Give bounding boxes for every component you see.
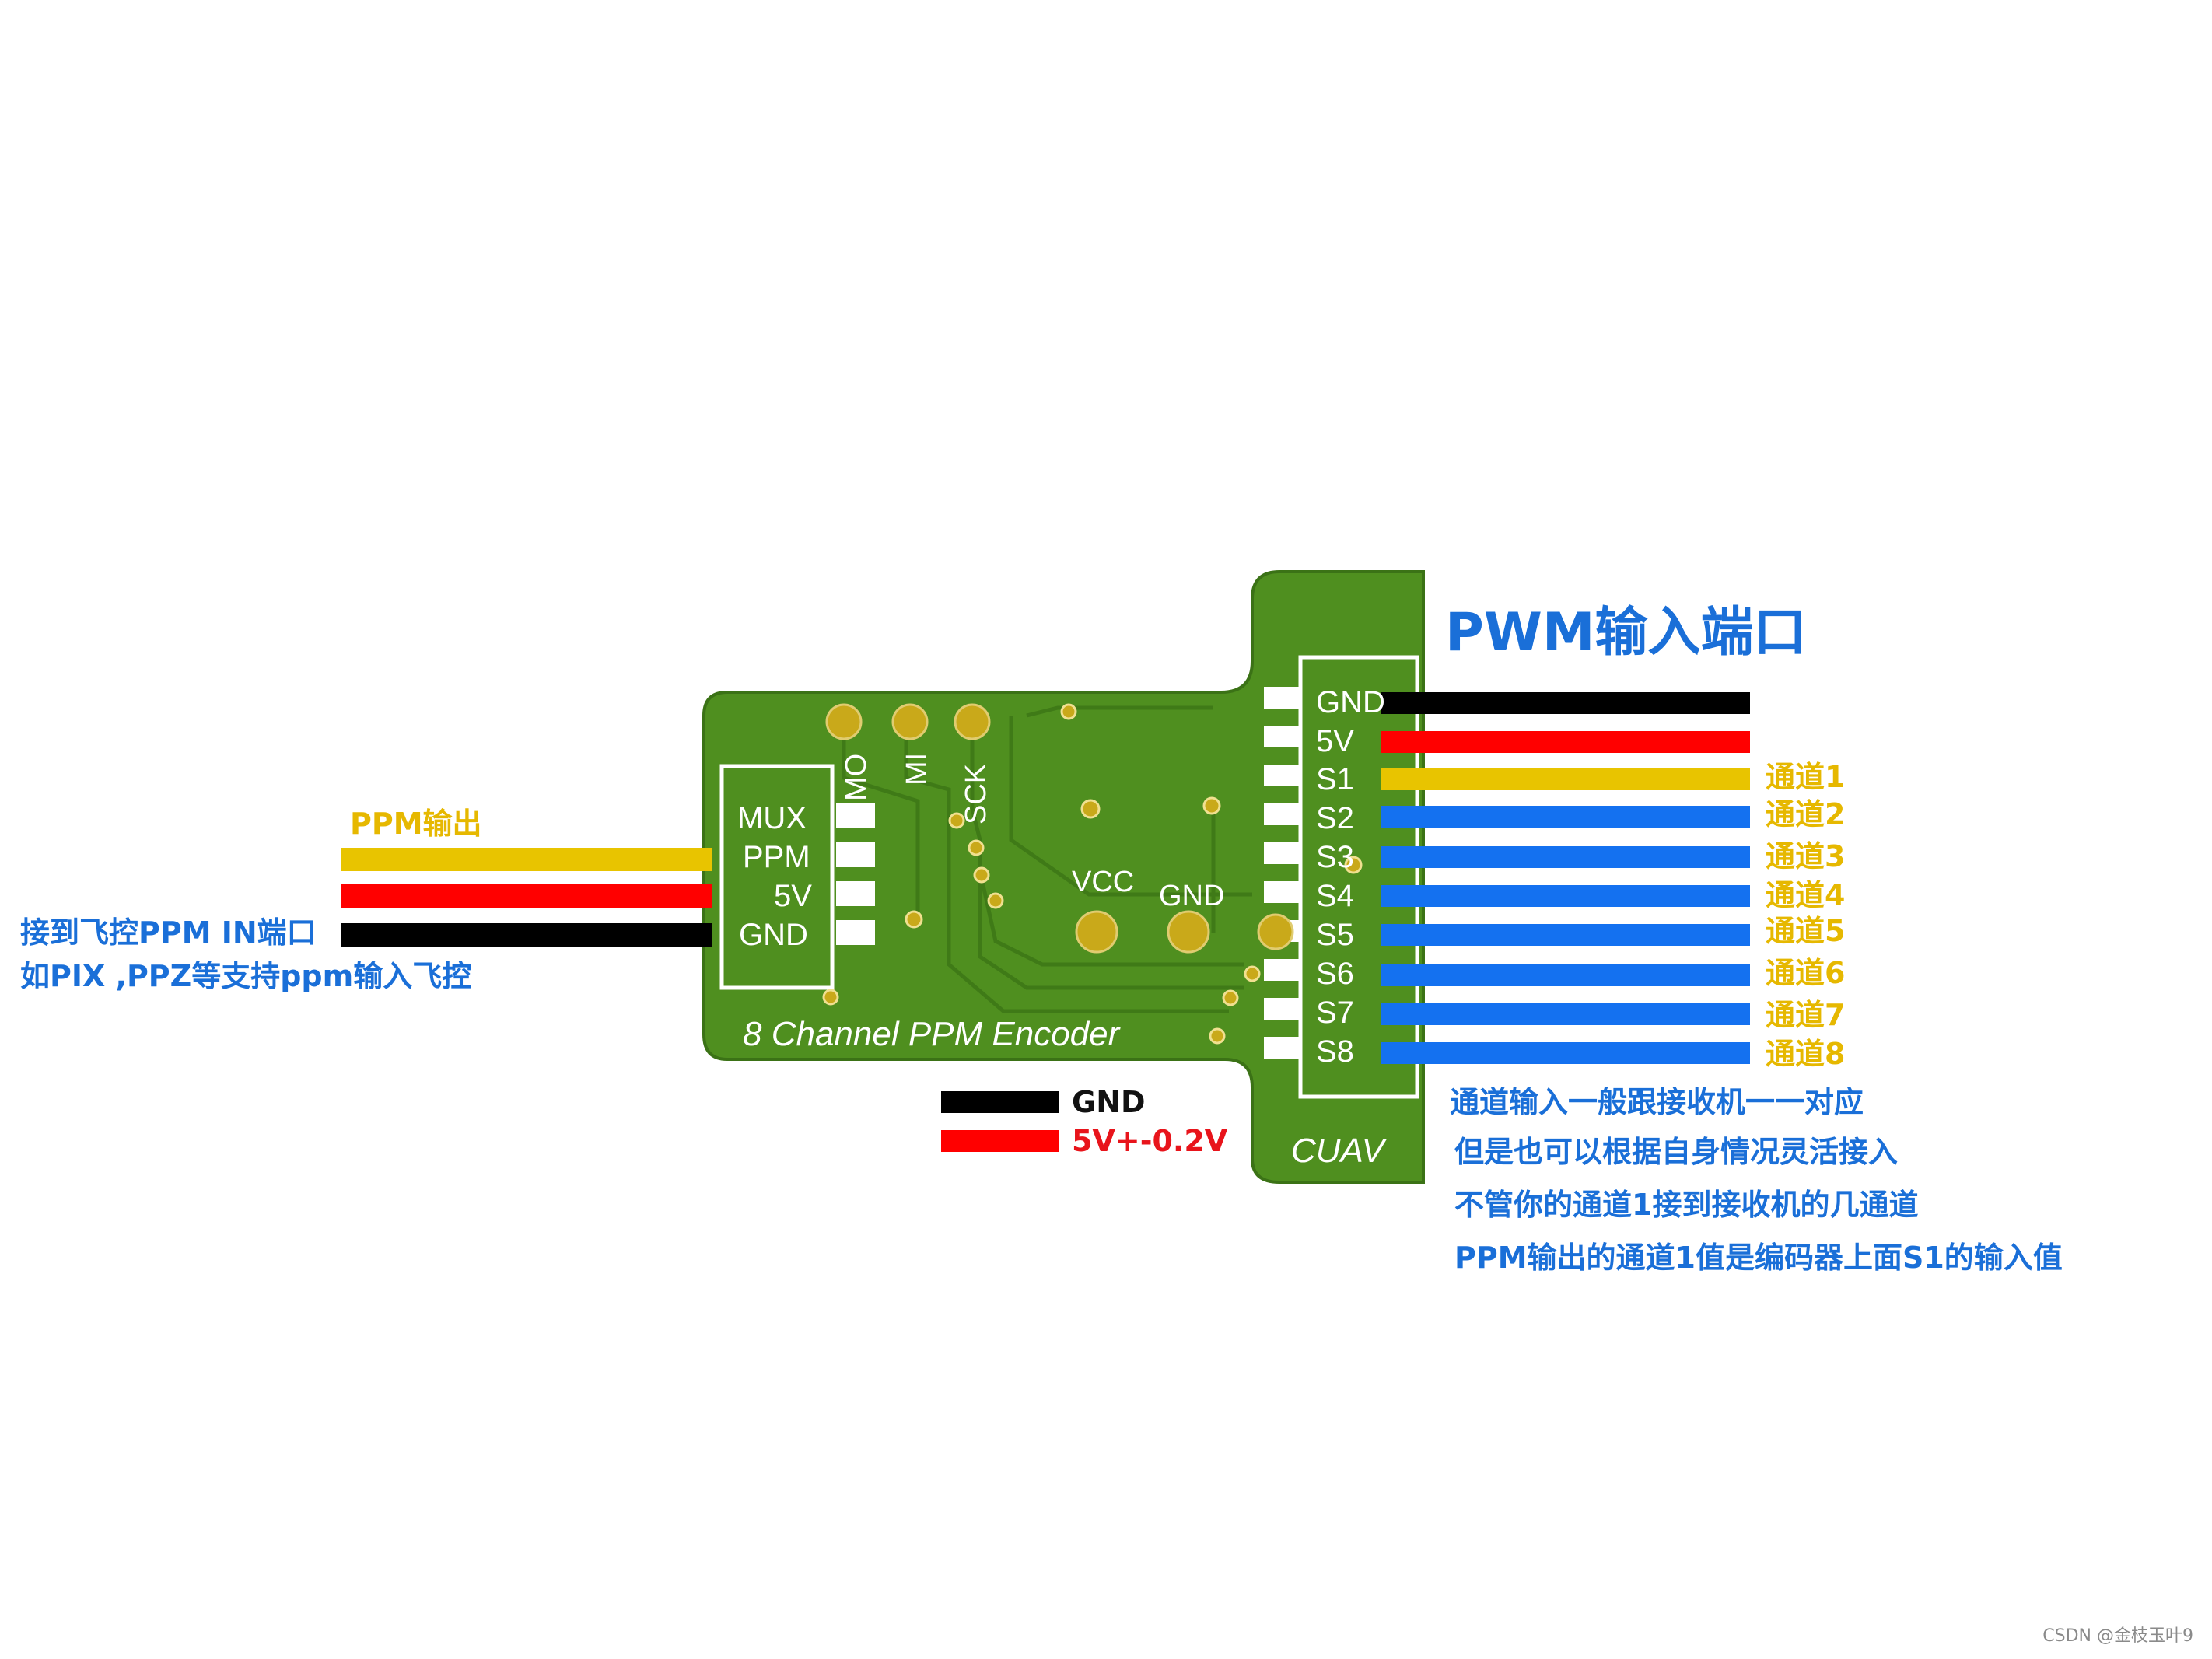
- legend-swatches: [941, 1091, 1059, 1152]
- note-line-4: PPM输出的通道1值是编码器上面S1的输入值: [1454, 1241, 2063, 1275]
- pwm-wire-s1: [1381, 768, 1750, 790]
- ppm-wire-red: [341, 884, 712, 908]
- ppm-wire-black: [341, 923, 712, 947]
- note-line-2: 但是也可以根据自身情况灵活接入: [1454, 1135, 1899, 1169]
- ppm-output-wires: [341, 848, 712, 947]
- channel-label-7: 通道7: [1766, 998, 1846, 1032]
- pwm-wire-s2: [1381, 806, 1750, 828]
- pwm-wire-s4: [1381, 885, 1750, 907]
- legend-swatch-black: [941, 1091, 1059, 1113]
- channel-label-4: 通道4: [1766, 878, 1846, 912]
- channel-label-8: 通道8: [1766, 1037, 1846, 1071]
- board-brand: CUAV: [1291, 1132, 1384, 1170]
- ppm-output-label: PPM输出: [350, 807, 482, 841]
- mux-pin-5v: 5V: [774, 879, 812, 913]
- pwm-wire-s3: [1381, 846, 1750, 868]
- note-line-3: 不管你的通道1接到接收机的几通道: [1454, 1188, 1919, 1222]
- pwm-pin-gnd: GND: [1316, 685, 1385, 719]
- pwm-pin-s1: S1: [1316, 762, 1354, 796]
- legend-label-gnd: GND: [1072, 1085, 1146, 1119]
- watermark: CSDN @金枝玉叶9: [2042, 1626, 2193, 1646]
- connect-note-2: 如PIX ,PPZ等支持ppm输入飞控: [20, 959, 472, 993]
- pwm-wire-s6: [1381, 964, 1750, 986]
- pwm-port-title: PWM输入端口: [1445, 602, 1807, 663]
- mux-pin-gnd: GND: [739, 918, 808, 952]
- pcb-traces: [842, 705, 1252, 1013]
- channel-label-5: 通道5: [1766, 914, 1846, 948]
- legend-label-power: 5V+-0.2V: [1072, 1124, 1228, 1158]
- pwm-wire-s7: [1381, 1003, 1750, 1025]
- pwm-pin-s6: S6: [1316, 957, 1354, 991]
- pwm-input-wires: [1381, 692, 1750, 1064]
- mux-pin-mux: MUX: [737, 801, 807, 835]
- mux-connector: [719, 764, 835, 990]
- pcb-board: [702, 570, 1425, 1184]
- isp-label-sck: SCK: [960, 763, 992, 824]
- pad-label-vcc: VCC: [1072, 866, 1135, 898]
- pwm-pin-5v: 5V: [1316, 724, 1354, 758]
- isp-label-mo: MO: [840, 753, 873, 801]
- pwm-pin-s5: S5: [1316, 918, 1354, 952]
- board-name: 8 Channel PPM Encoder: [743, 1015, 1120, 1053]
- pwm-connector: [1298, 655, 1419, 1099]
- pwm-wire-s8: [1381, 1042, 1750, 1064]
- channel-label-6: 通道6: [1766, 956, 1846, 990]
- channel-label-3: 通道3: [1766, 839, 1846, 873]
- pwm-pin-s3: S3: [1316, 840, 1354, 874]
- isp-pads: [825, 703, 991, 740]
- isp-label-mi: MI: [901, 752, 933, 786]
- pad-label-gnd: GND: [1159, 880, 1225, 912]
- pwm-pin-s4: S4: [1316, 879, 1354, 913]
- legend-swatch-red: [941, 1130, 1059, 1152]
- channel-label-1: 通道1: [1766, 760, 1846, 794]
- pwm-pin-s7: S7: [1316, 996, 1354, 1030]
- pwm-wire-gnd: [1381, 692, 1750, 714]
- ppm-wire-yellow: [341, 848, 712, 871]
- pwm-pin-s8: S8: [1316, 1034, 1354, 1069]
- pwm-pin-s2: S2: [1316, 801, 1354, 835]
- pwm-wire-5v: [1381, 731, 1750, 753]
- pwm-wire-s5: [1381, 924, 1750, 946]
- note-line-1: 通道输入一般跟接收机一一对应: [1450, 1085, 1864, 1119]
- mux-pin-ppm: PPM: [743, 840, 810, 874]
- mux-pins: [836, 803, 875, 945]
- power-pads: [1075, 910, 1294, 954]
- vias: [822, 703, 1363, 1045]
- connect-note-1: 接到飞控PPM IN端口: [20, 915, 317, 950]
- channel-label-2: 通道2: [1766, 797, 1846, 831]
